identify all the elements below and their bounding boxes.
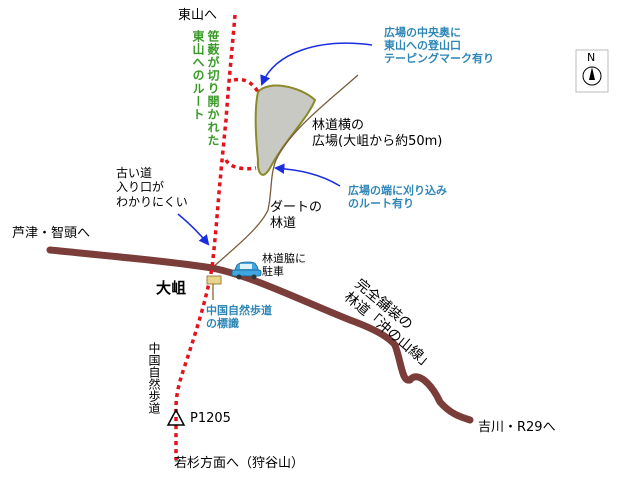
label-old-road-line1: 古い道: [116, 166, 153, 180]
label-dirt-road: ダートの 林道: [270, 200, 322, 231]
label-plaza-edge-note-line2: のルート有り: [348, 197, 414, 211]
label-parking-line1: 林道脇に: [262, 252, 306, 265]
paved-road: [46, 246, 474, 424]
label-to-higashiyama: 東山へ: [178, 8, 218, 23]
label-dirt-road-line1: ダートの: [270, 200, 323, 215]
label-peak: P1205: [190, 411, 231, 426]
label-to-wakasugi: 若杉方面へ（狩谷山）: [174, 456, 305, 471]
label-sign-note-line1: 中国自然歩道: [206, 304, 272, 317]
label-pass-name: 大岨: [156, 279, 187, 297]
plaza-edge-arrow: [273, 163, 341, 187]
dirt-road: [211, 74, 359, 269]
label-sign-note-line2: の標識: [206, 317, 239, 331]
plaza-area: [254, 84, 317, 176]
triangulation-point-icon: [166, 408, 186, 426]
label-old-road-line3: わかりにくい: [116, 194, 188, 209]
label-plaza-note-line1: 広場の中央奥に: [384, 26, 461, 39]
label-to-yoshikawa: 吉川・R29へ: [478, 420, 556, 435]
plaza-note-arrow: [260, 42, 373, 86]
label-sasayabu-route-line1: 笹薮が切り開かれた: [206, 30, 220, 147]
trail-main: [174, 14, 237, 460]
label-plaza-edge-note-line1: 広場の端に刈り込み: [348, 184, 447, 197]
label-plaza-edge-note: 広場の端に刈り込み のルート有り: [348, 184, 447, 210]
compass-icon: [575, 49, 609, 93]
label-parking: 林道脇に 駐車: [262, 252, 306, 278]
label-plaza-note-line2: 東山への登山口: [384, 39, 461, 53]
label-sasayabu-route: 笹薮が切り開かれた 東山へのルート: [190, 30, 220, 147]
old-road-arrow: [177, 213, 210, 246]
label-trail-name: 中国自然歩道: [147, 342, 161, 414]
label-dirt-road-line2: 林道: [270, 215, 297, 231]
label-sasayabu-route-line2: 東山へのルート: [191, 30, 205, 121]
label-plaza-note: 広場の中央奥に 東山への登山口 テーピングマーク有り: [384, 26, 494, 66]
label-sign-note: 中国自然歩道 の標識: [206, 304, 272, 330]
compass-letter: N: [587, 51, 596, 64]
label-to-ashizu: 芦津・智頭へ: [12, 226, 91, 241]
signpost-icon: [206, 275, 222, 300]
label-parking-line2: 駐車: [262, 265, 284, 279]
label-plaza-name-line2: 広場(大岨から約50m): [312, 133, 443, 149]
label-plaza-name: 林道横の 広場(大岨から約50m): [312, 118, 442, 149]
label-plaza-note-line3: テーピングマーク有り: [384, 52, 494, 66]
label-old-road: 古い道 入り口が わかりにくい: [116, 166, 188, 209]
label-plaza-name-line1: 林道横の: [312, 118, 365, 133]
trail-plaza-loop: [224, 77, 260, 171]
label-old-road-line2: 入り口が: [116, 180, 165, 195]
car-icon: [231, 261, 262, 280]
